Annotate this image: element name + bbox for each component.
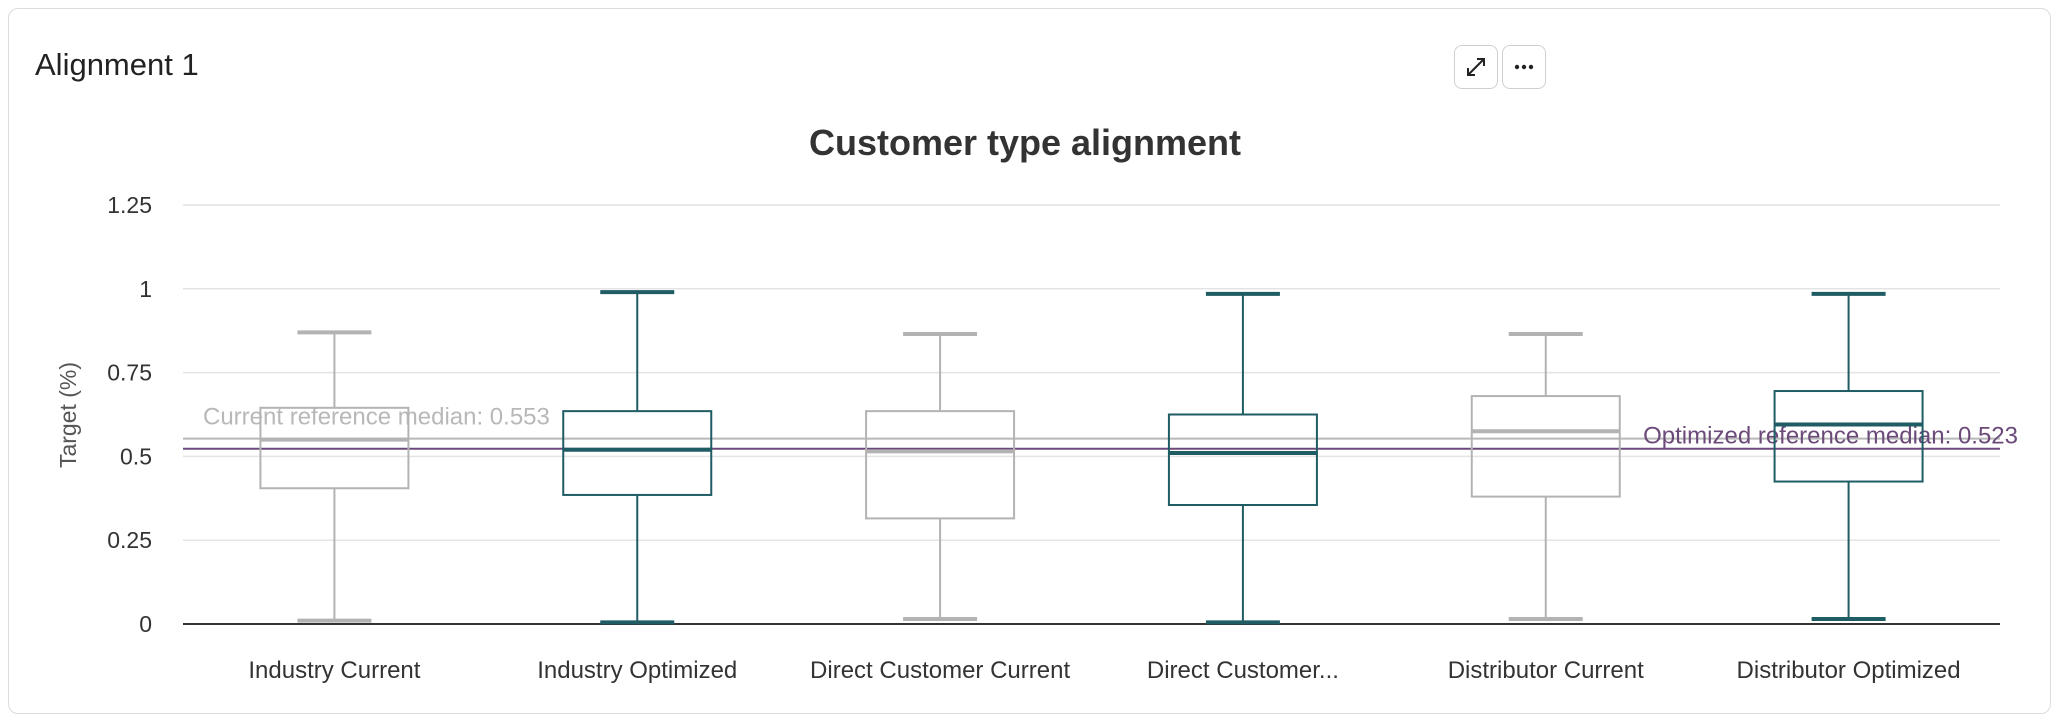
x-category-label: Industry Current bbox=[248, 657, 420, 684]
iqr-box bbox=[865, 410, 1016, 520]
iqr-box bbox=[1470, 395, 1621, 498]
expand-icon bbox=[1464, 55, 1488, 79]
reference-lines: Current reference median: 0.553Optimized… bbox=[183, 404, 2018, 450]
chart-title: Customer type alignment bbox=[809, 122, 1241, 163]
chart-card: Alignment 1 bbox=[8, 8, 2051, 714]
box-current bbox=[259, 330, 410, 623]
iqr-box bbox=[259, 406, 410, 490]
box-series bbox=[259, 290, 1924, 625]
y-tick-label: 0.25 bbox=[107, 527, 152, 553]
x-category-label: Distributor Current bbox=[1448, 657, 1644, 684]
x-category-label: Industry Optimized bbox=[537, 657, 737, 684]
more-options-button[interactable] bbox=[1502, 45, 1546, 89]
card-title: Alignment 1 bbox=[35, 47, 199, 82]
x-category-label: Distributor Optimized bbox=[1737, 657, 1961, 684]
x-category-label: Direct Customer Current bbox=[810, 657, 1070, 684]
y-tick-label: 0.75 bbox=[107, 360, 152, 386]
x-category-label: Direct Customer... bbox=[1147, 657, 1339, 684]
iqr-box bbox=[1773, 390, 1924, 483]
y-tick-label: 0.5 bbox=[120, 443, 152, 469]
box-optimized bbox=[1167, 291, 1318, 625]
y-axis-title: Target (%) bbox=[55, 362, 81, 468]
box-current bbox=[1470, 332, 1621, 621]
more-horizontal-icon bbox=[1512, 55, 1536, 79]
box-optimized bbox=[1773, 291, 1924, 621]
expand-button[interactable] bbox=[1454, 45, 1498, 89]
iqr-box bbox=[1167, 413, 1318, 507]
y-tick-label: 1.25 bbox=[107, 192, 152, 218]
optimized-reference-median-label: Optimized reference median: 0.523 bbox=[1643, 423, 2018, 450]
box-current bbox=[865, 332, 1016, 621]
box-optimized bbox=[562, 290, 713, 625]
y-tick-label: 0 bbox=[139, 611, 152, 637]
iqr-box bbox=[562, 410, 713, 496]
y-tick-label: 1 bbox=[139, 276, 152, 302]
grid-lines bbox=[183, 204, 2000, 625]
